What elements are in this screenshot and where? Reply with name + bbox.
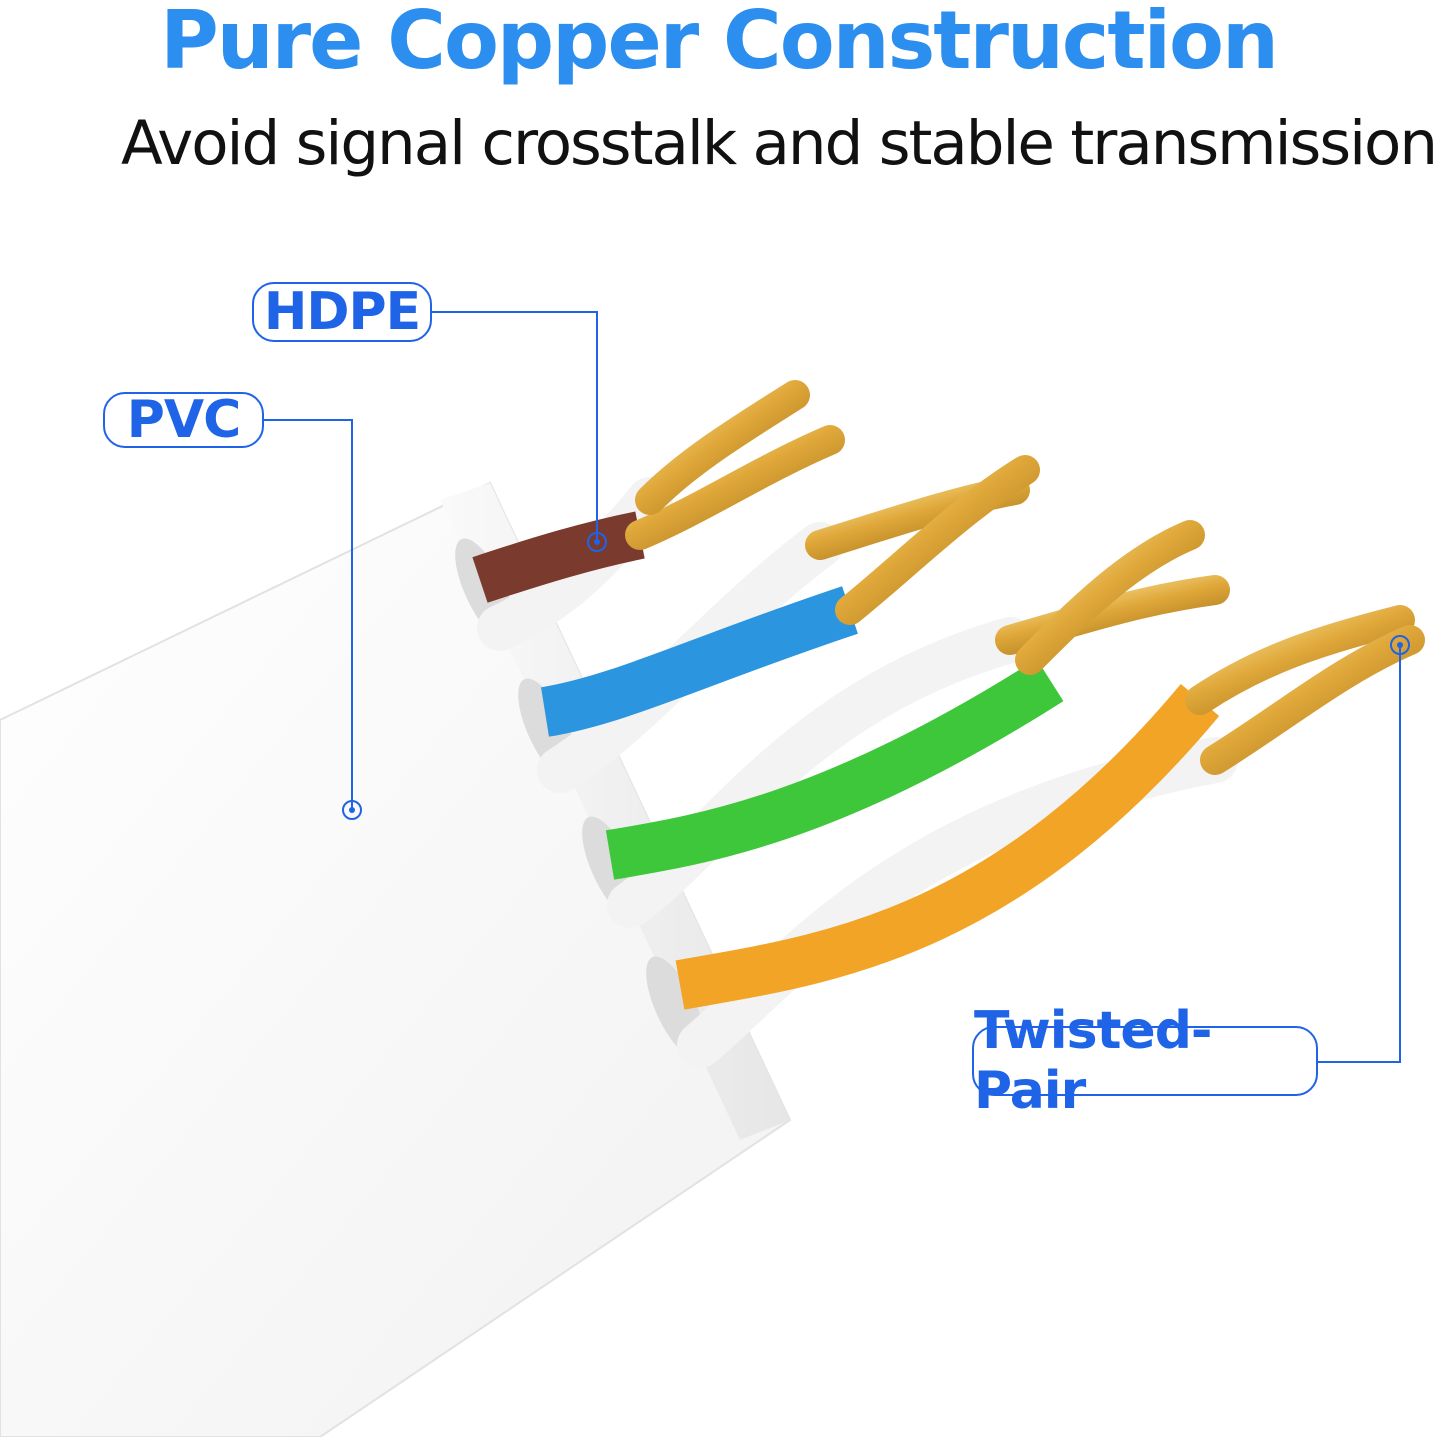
page-subtitle: Avoid signal crosstalk and stable transm…	[120, 108, 1437, 179]
hdpe-label: HDPE	[252, 282, 432, 342]
pvc-label: PVC	[103, 390, 264, 450]
flat-cable-jacket	[0, 481, 792, 1437]
twisted-pair-label: Twisted-Pair	[972, 1001, 1318, 1121]
hdpe-marker-icon	[587, 532, 607, 552]
pvc-marker-icon	[342, 800, 362, 820]
twisted-pair-marker-icon	[1390, 635, 1410, 655]
wire-pair-green	[605, 520, 1230, 928]
wire-pair-blue	[537, 455, 1040, 793]
wire-pair-brown	[472, 380, 845, 651]
callout-leaders	[264, 311, 1401, 1063]
page-title: Pure Copper Construction	[160, 0, 1279, 87]
wire-pair-orange	[675, 605, 1425, 1068]
hdpe-label-text: HDPE	[263, 282, 421, 342]
pvc-label-text: PVC	[126, 390, 242, 450]
twisted-pair-label-text: Twisted-Pair	[974, 1001, 1213, 1121]
